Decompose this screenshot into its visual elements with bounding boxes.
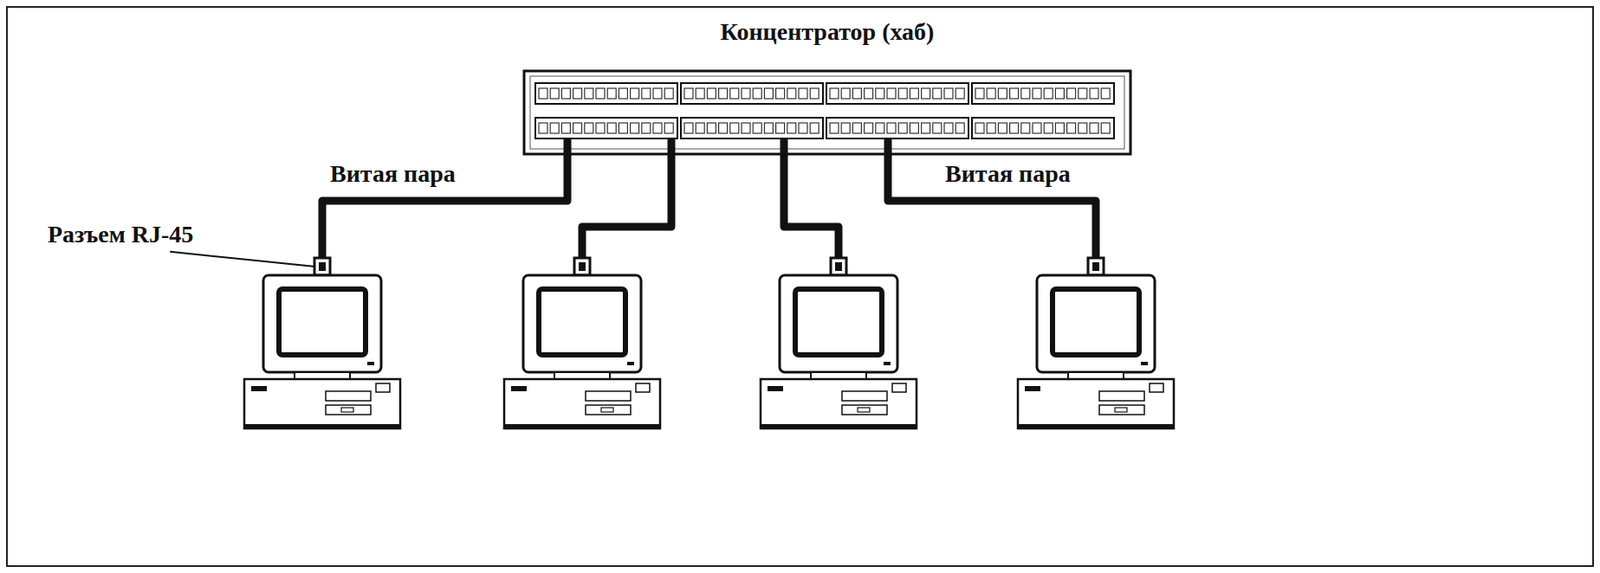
cable-label: Витая пара: [327, 161, 459, 188]
hub-panel: [524, 71, 1131, 155]
cable-label: Витая пара: [942, 161, 1074, 188]
hub-node: Концентратор (хаб): [524, 19, 1131, 155]
computers: [244, 275, 1174, 429]
leader-line: [169, 252, 316, 267]
port-rows: [535, 83, 1115, 139]
hub-heading: Концентратор (хаб): [524, 19, 1131, 46]
picture-frame: [6, 6, 1594, 567]
connector-label: Разъем RJ-45: [45, 221, 196, 249]
twisted-pair-cables: [314, 138, 1104, 276]
